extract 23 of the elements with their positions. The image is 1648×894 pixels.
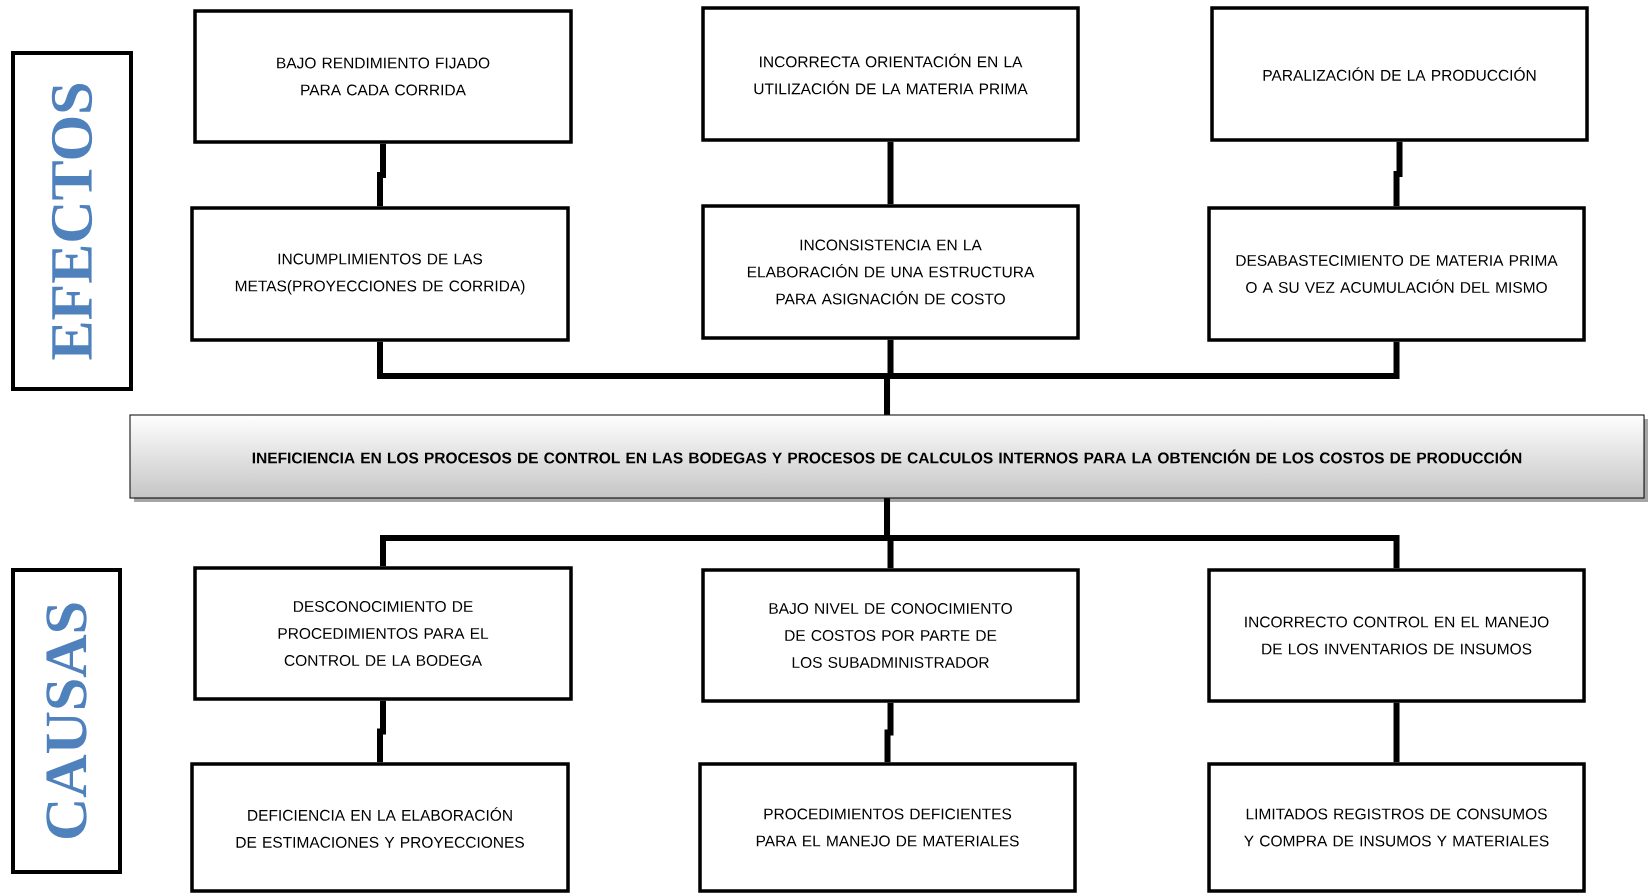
text-box: BAJO NIVEL DE CONOCIMIENTO DE COSTOS POR PARTE DE LOS SUBADMINISTRADOR	[701, 568, 1080, 703]
side-label-box: EFECTOS	[11, 51, 133, 391]
text-box: INCUMPLIMIENTOS DE LAS METAS(PROYECCIONES DE CORRIDA)	[190, 206, 570, 342]
text-box: PARALIZACIÓN DE LA PRODUCCIÓN	[1210, 6, 1589, 142]
side-label-box: CAUSAS	[11, 568, 122, 874]
connector-line	[1393, 141, 1403, 207]
text-box: LIMITADOS REGISTROS DE CONSUMOS Y COMPRA DE INSUMOS Y MATERIALES	[1207, 762, 1586, 893]
connector-line	[887, 141, 894, 205]
connector-line	[884, 498, 1400, 569]
text-box: INCORRECTA ORIENTACIÓN EN LA UTILIZACIÓN DE LA MATERIA PRIMA	[701, 6, 1080, 142]
problem-box: INEFICIENCIA EN LOS PROCESOS DE CONTROL EN LAS BODEGAS Y PROCESOS DE CALCULOS INTERNOS PARA LA OBTENCIÓN DE LOS COSTOS DE PRODUCCIÓN	[129, 414, 1645, 499]
connector-line	[377, 700, 386, 763]
text-box: DEFICIENCIA EN LA ELABORACIÓN DE ESTIMACIONES Y PROYECCIONES	[190, 762, 570, 893]
text-box: DESABASTECIMIENTO DE MATERIA PRIMA O A SU VEZ ACUMULACIÓN DEL MISMO	[1207, 206, 1586, 342]
connector-line	[1393, 702, 1400, 763]
text-box: BAJO RENDIMIENTO FIJADO PARA CADA CORRIDA	[193, 9, 573, 144]
text-box: INCONSISTENCIA EN LA ELABORACIÓN DE UNA ESTRUCTURA PARA ASIGNACIÓN DE COSTO	[701, 204, 1080, 340]
connector-line	[884, 341, 1400, 415]
text-box: DESCONOCIMIENTO DE PROCEDIMIENTOS PARA EL CONTROL DE LA BODEGA	[193, 566, 573, 701]
connector-line	[884, 702, 894, 763]
text-box: INCORRECTO CONTROL EN EL MANEJO DE LOS INVENTARIOS DE INSUMOS	[1207, 568, 1586, 703]
connector-line	[377, 143, 386, 207]
text-box: PROCEDIMIENTOS DEFICIENTES PARA EL MANEJO DE MATERIALES	[698, 762, 1077, 893]
